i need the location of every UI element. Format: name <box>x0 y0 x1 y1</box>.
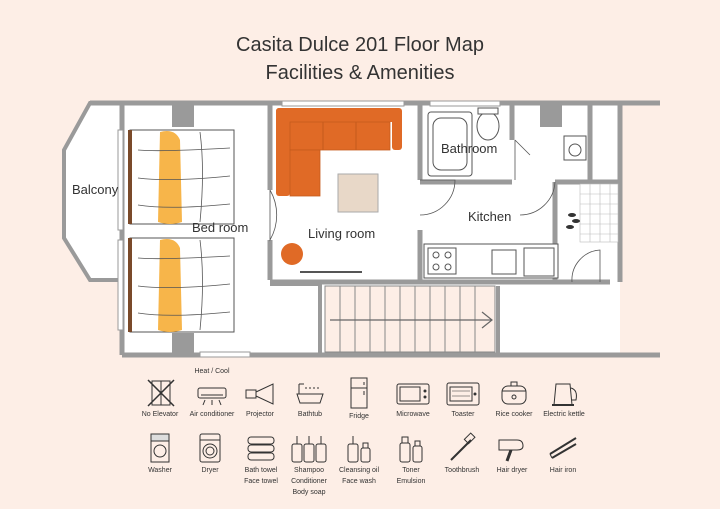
amenity-towels: Bath towel Face towel <box>229 432 293 486</box>
room-label-living-room: Living room <box>308 226 375 241</box>
amenity-label-2: Face wash <box>342 478 376 485</box>
toilet <box>476 111 500 141</box>
amenity-label: No Elevator <box>141 411 179 418</box>
sink <box>491 249 517 275</box>
amenity-label: Fridge <box>349 413 369 420</box>
door-swing <box>519 181 556 216</box>
shampoo-icon <box>291 436 327 463</box>
amenity-label: Hair iron <box>549 467 577 474</box>
wall-pillar <box>540 105 562 127</box>
door-swing <box>269 189 278 242</box>
fridge-unit <box>523 247 555 277</box>
towel-icon <box>247 436 275 461</box>
amenity-shampoo: Shampoo Conditioner Body soap <box>277 432 341 497</box>
amenity-label: Toothbrush <box>444 467 480 474</box>
bed-top <box>128 129 235 225</box>
dryer-icon <box>199 433 221 463</box>
amenity-toner: Toner Emulsion <box>379 432 443 486</box>
windows <box>117 100 501 358</box>
hair-iron-icon <box>549 437 577 459</box>
amenity-air-conditioner: Heat / Cool Air conditioner <box>180 368 244 419</box>
page-subtitle: Facilities & Amenities <box>265 62 455 84</box>
amenity-projector: Projector <box>228 378 292 419</box>
coffee-table <box>337 173 379 213</box>
projector-icon <box>245 383 274 405</box>
amenity-washer: Washer <box>128 432 192 475</box>
amenity-hair-iron: Hair iron <box>531 432 595 475</box>
room-label-balcony: Balcony <box>72 182 119 197</box>
washer-icon <box>150 433 170 463</box>
amenity-label-2: Emulsion <box>396 478 426 485</box>
room-label-bathroom: Bathroom <box>441 141 497 156</box>
bed-bottom <box>128 237 235 333</box>
washer-unit <box>563 135 587 161</box>
amenity-label: Bath towel <box>244 467 278 474</box>
floor-cushion <box>281 243 303 265</box>
door-swing <box>514 139 531 180</box>
amenity-bathtub: Bathtub <box>278 378 342 419</box>
amenity-label: Shampoo <box>294 467 324 474</box>
amenity-label: Projector <box>245 411 274 418</box>
amenity-top-label: Heat / Cool <box>194 368 230 375</box>
entrance-tiles <box>579 183 619 243</box>
wall-pillar <box>172 105 194 127</box>
amenity-dryer: Dryer <box>178 432 242 475</box>
amenity-toaster: Toaster <box>431 378 495 419</box>
toner-icon <box>399 436 423 463</box>
toaster-icon <box>446 382 480 406</box>
amenity-label: Rice cooker <box>495 411 533 418</box>
amenity-rice-cooker: Rice cooker <box>482 378 546 419</box>
rice-cooker-icon <box>501 381 527 405</box>
staircase <box>324 285 496 353</box>
amenity-fridge: Fridge <box>327 376 391 421</box>
cleansing-oil-icon <box>347 436 371 463</box>
door-swing <box>419 179 456 216</box>
amenity-hair-dryer: Hair dryer <box>480 432 544 475</box>
wall-segment <box>270 280 322 286</box>
door-swing <box>571 249 601 283</box>
fridge-icon <box>350 377 368 409</box>
wall-pillar <box>172 333 194 355</box>
amenity-no-elevator: No Elevator <box>128 378 192 419</box>
sofa <box>276 108 402 197</box>
microwave-icon <box>396 383 430 405</box>
no-elevator-icon <box>147 379 175 407</box>
amenity-label: Toaster <box>451 411 475 418</box>
room-label-bedroom: Bed room <box>192 220 248 235</box>
shoes-icon <box>566 213 580 229</box>
amenity-label: Toner <box>402 467 420 474</box>
toothbrush-icon <box>450 432 476 461</box>
amenity-label-3: Body soap <box>292 489 326 496</box>
hair-dryer-icon <box>498 439 524 462</box>
amenity-label: Electric kettle <box>543 411 585 418</box>
amenity-cleansing-oil: Cleansing oil Face wash <box>327 432 391 486</box>
amenity-label: Hair dryer <box>496 467 528 474</box>
amenity-toothbrush: Toothbrush <box>430 432 494 475</box>
air-conditioner-icon <box>197 387 227 406</box>
amenity-label: Bathtub <box>297 411 323 418</box>
stove <box>427 247 457 275</box>
amenity-label-2: Face towel <box>244 478 278 485</box>
amenity-electric-kettle: Electric kettle <box>532 378 596 419</box>
room-label-kitchen: Kitchen <box>468 209 511 224</box>
amenity-label: Air conditioner <box>189 411 235 418</box>
amenity-label: Microwave <box>396 411 430 418</box>
amenity-label: Dryer <box>201 467 219 474</box>
bathtub-icon <box>296 383 324 404</box>
amenity-label: Washer <box>148 467 172 474</box>
electric-kettle-icon <box>552 383 577 406</box>
amenity-label: Cleansing oil <box>338 467 380 474</box>
amenity-microwave: Microwave <box>381 378 445 419</box>
amenity-label-2: Conditioner <box>291 478 327 485</box>
page-title: Casita Dulce 201 Floor Map <box>236 34 484 56</box>
